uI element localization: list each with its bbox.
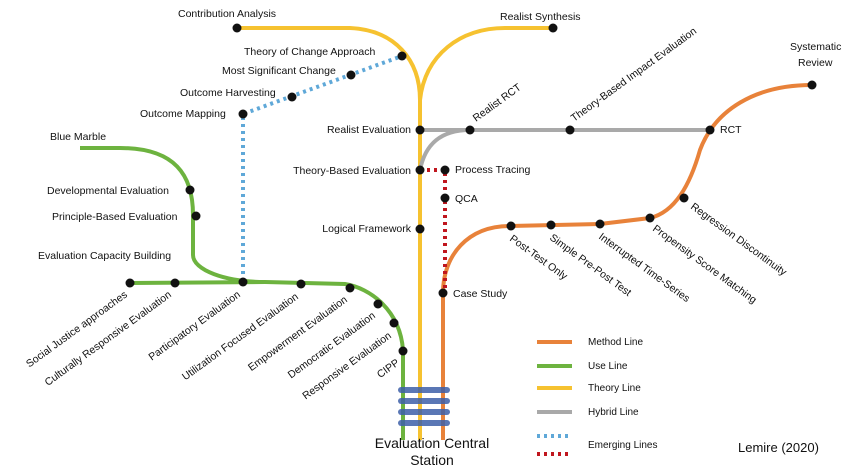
label-rct: RCT bbox=[720, 124, 742, 136]
station-dot-post-test-only[interactable] bbox=[506, 221, 516, 231]
station-dot-theory-based-impact[interactable] bbox=[565, 125, 575, 135]
label-theory-based-evaluation: Theory-Based Evaluation bbox=[293, 165, 411, 177]
legend-label-hybrid: Hybrid Line bbox=[588, 407, 639, 418]
label-contribution-analysis: Contribution Analysis bbox=[178, 8, 276, 20]
label-theory-based-impact: Theory-Based Impact Evaluation bbox=[569, 25, 699, 124]
station-dot-process-tracing[interactable] bbox=[440, 165, 450, 175]
legend-label-emerging: Emerging Lines bbox=[588, 440, 657, 451]
legend-label-theory: Theory Line bbox=[588, 383, 641, 394]
station-dot-theory-based-evaluation[interactable] bbox=[415, 165, 425, 175]
station-dot-participatory[interactable] bbox=[238, 277, 248, 287]
legend-label-use: Use Line bbox=[588, 361, 628, 372]
label-most-significant-change: Most Significant Change bbox=[222, 65, 336, 77]
station-dot-contribution-analysis[interactable] bbox=[232, 23, 242, 33]
label-principle-based: Principle-Based Evaluation bbox=[52, 211, 178, 223]
legend: Method Line Use Line Theory Line Hybrid … bbox=[537, 337, 657, 456]
method-line-central bbox=[441, 83, 813, 440]
label-capacity-building: Evaluation Capacity Building bbox=[38, 250, 171, 262]
label-blue-marble: Blue Marble bbox=[50, 131, 106, 143]
station-dot-culturally-responsive[interactable] bbox=[170, 278, 180, 288]
station-dot-systematic-review[interactable] bbox=[807, 80, 817, 90]
station-dot-realist-rct[interactable] bbox=[465, 125, 475, 135]
station-dot-utilization-focused[interactable] bbox=[296, 279, 306, 289]
central-station-title-line2: Station bbox=[410, 452, 454, 467]
label-outcome-mapping: Outcome Mapping bbox=[140, 108, 226, 120]
label-logical-framework: Logical Framework bbox=[322, 223, 411, 235]
central-station-rings bbox=[398, 387, 450, 426]
station-dot-most-significant-change[interactable] bbox=[346, 70, 356, 80]
station-dot-principle-based[interactable] bbox=[191, 211, 201, 221]
theory-line-branch bbox=[418, 26, 553, 101]
station-dot-propensity-score[interactable] bbox=[645, 213, 655, 223]
emerging-line-red bbox=[420, 168, 447, 293]
station-dot-cipp[interactable] bbox=[398, 346, 408, 356]
station-dot-realist-synthesis[interactable] bbox=[548, 23, 558, 33]
legend-label-method: Method Line bbox=[588, 337, 643, 348]
label-systematic-review-2: Review bbox=[798, 57, 833, 69]
use-line bbox=[80, 146, 405, 440]
label-developmental: Developmental Evaluation bbox=[47, 185, 169, 197]
label-realist-evaluation: Realist Evaluation bbox=[327, 124, 411, 136]
station-dot-outcome-mapping[interactable] bbox=[238, 109, 248, 119]
station-dot-theory-of-change[interactable] bbox=[397, 51, 407, 61]
station-dot-responsive[interactable] bbox=[389, 318, 399, 328]
station-dot-social-justice[interactable] bbox=[125, 278, 135, 288]
label-case-study: Case Study bbox=[453, 288, 508, 300]
station-dot-regression-discontinuity[interactable] bbox=[679, 193, 689, 203]
central-station-title-line1: Evaluation Central bbox=[375, 435, 489, 451]
label-qca: QCA bbox=[455, 193, 478, 205]
station-dot-simple-pre-post[interactable] bbox=[546, 220, 556, 230]
label-process-tracing: Process Tracing bbox=[455, 164, 530, 176]
station-dot-qca[interactable] bbox=[440, 193, 450, 203]
stations bbox=[125, 23, 817, 356]
label-cipp: CIPP bbox=[375, 357, 402, 381]
station-dot-case-study[interactable] bbox=[438, 288, 448, 298]
station-dot-logical-framework[interactable] bbox=[415, 224, 425, 234]
station-dot-empowerment[interactable] bbox=[345, 283, 355, 293]
label-theory-of-change: Theory of Change Approach bbox=[244, 46, 375, 58]
station-dot-democratic[interactable] bbox=[373, 299, 383, 309]
credit: Lemire (2020) bbox=[738, 440, 819, 455]
station-dot-developmental[interactable] bbox=[185, 185, 195, 195]
label-systematic-review-1: Systematic bbox=[790, 41, 841, 53]
station-dot-interrupted-time-series[interactable] bbox=[595, 219, 605, 229]
station-dot-realist-evaluation[interactable] bbox=[415, 125, 425, 135]
label-realist-synthesis: Realist Synthesis bbox=[500, 11, 581, 23]
label-realist-rct: Realist RCT bbox=[471, 81, 524, 124]
label-outcome-harvesting: Outcome Harvesting bbox=[180, 87, 276, 99]
station-dot-outcome-harvesting[interactable] bbox=[287, 92, 297, 102]
station-dot-rct[interactable] bbox=[705, 125, 715, 135]
